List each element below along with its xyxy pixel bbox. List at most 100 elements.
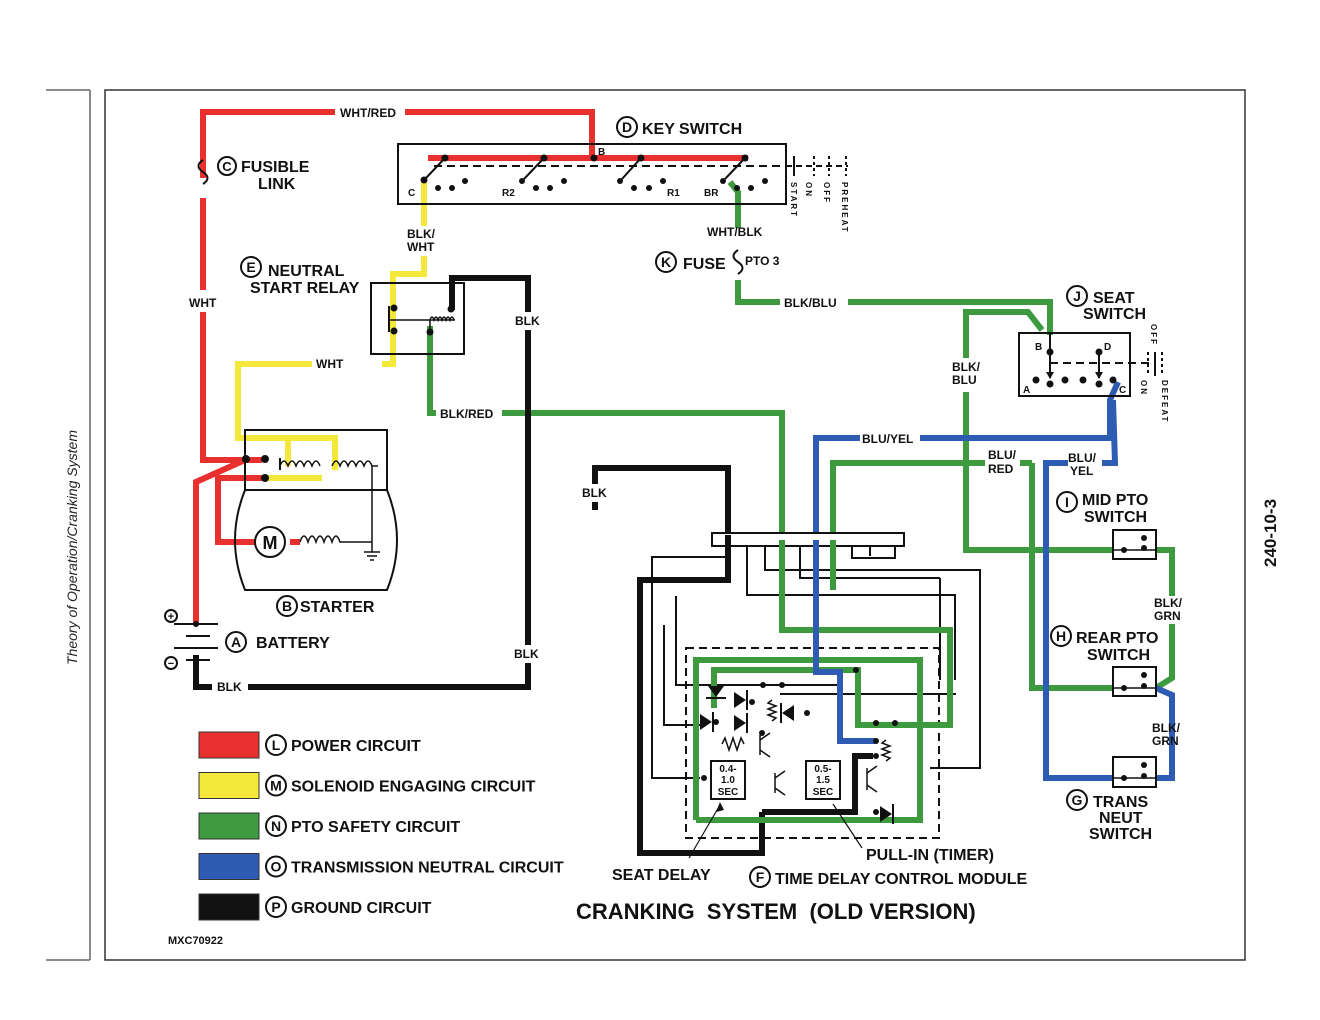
relay-coil-icon: [429, 316, 455, 330]
legend-swatch: [198, 893, 260, 921]
wire-label-blk-wht-2: WHT: [407, 240, 435, 254]
seat-terminal-d: D: [1104, 342, 1111, 353]
key-position-preheat: PREHEAT: [840, 182, 849, 234]
seat-position-off: OFF: [1149, 324, 1158, 346]
legend-letter: N: [271, 818, 281, 834]
wire-label-blk-blu-v2: BLU: [952, 373, 977, 387]
wire-label-wht-relay: WHT: [316, 357, 344, 371]
pto-safety-circuit-wires: [427, 180, 1175, 691]
seat-delay-timer-box: [710, 760, 746, 800]
fusible-link-letter: C: [222, 159, 232, 174]
legend-label: POWER CIRCUIT: [291, 738, 421, 755]
wire-label-blk-lower: BLK: [514, 647, 539, 661]
fuse-symbol: [732, 249, 744, 275]
battery-plus-sign: +: [168, 611, 174, 623]
legend-swatch: [198, 812, 260, 840]
fuse-label: FUSE: [683, 256, 726, 273]
key-terminal-r2: R2: [502, 188, 515, 199]
legend-letter-circle: [265, 734, 287, 756]
wire-label-wht: WHT: [189, 296, 217, 310]
timer2-line1: 0.5-: [814, 764, 831, 775]
legend-swatch: [198, 772, 260, 799]
fuse-letter: K: [661, 254, 671, 270]
seat-position-on: ON: [1139, 380, 1148, 396]
legend-label: GROUND CIRCUIT: [291, 900, 432, 917]
seat-terminal-a: A: [1023, 385, 1030, 396]
key-switch-label: KEY SWITCH: [642, 121, 742, 138]
trans-neut-switch: [1112, 756, 1157, 788]
key-switch-positions: START ON OFF PREHEAT: [789, 182, 849, 234]
battery-letter: A: [231, 634, 241, 650]
neutral-relay-label-1: NEUTRAL: [268, 263, 345, 280]
timer2-line2: 1.5: [816, 775, 830, 786]
neutral-relay-letter: E: [246, 259, 255, 275]
wire-label-blk-wht-1: BLK/: [407, 227, 436, 241]
page-number: 240-10-3: [1261, 499, 1280, 567]
seat-terminal-b: B: [1035, 342, 1042, 353]
key-switch: [397, 143, 848, 205]
mid-pto-label-1: MID PTO: [1082, 492, 1148, 509]
wire-label-wht-red: WHT/RED: [340, 106, 396, 120]
timer1-line2: 1.0: [721, 775, 735, 786]
starter: [234, 429, 398, 591]
key-terminal-br: BR: [704, 188, 719, 199]
rear-pto-switch: [1112, 666, 1157, 697]
legend-swatch: [198, 853, 260, 880]
trans-neut-label-3: SWITCH: [1089, 826, 1152, 843]
pull-in-label: PULL-IN (TIMER): [866, 847, 994, 864]
wire-label-blu-yel-2: YEL: [1070, 464, 1093, 478]
transmission-neutral-circuit-wires: [813, 380, 1175, 781]
wire-label-blu-red-1: BLU/: [988, 448, 1017, 462]
fuse-rating: PTO 3: [745, 254, 780, 268]
neutral-relay-label-2: START RELAY: [250, 280, 360, 297]
mid-pto-label-2: SWITCH: [1084, 509, 1147, 526]
starter-letter: B: [282, 598, 292, 614]
legend-letter-circle: [265, 815, 287, 837]
wire-label-blk-grn-b2: GRN: [1152, 734, 1179, 748]
fusible-link-symbol: [197, 159, 209, 185]
wire-label-blk-battery: BLK: [217, 680, 242, 694]
wire-label-blk-relay: BLK: [515, 314, 540, 328]
seat-delay-label: SEAT DELAY: [612, 867, 711, 884]
key-terminal-c: C: [408, 188, 415, 199]
wire-label-blk-grn-a1: BLK/: [1154, 596, 1183, 610]
key-position-on: ON: [804, 182, 813, 198]
timer1-line1: 0.4-: [719, 764, 736, 775]
seat-switch: [1018, 332, 1163, 397]
battery-symbol: [174, 623, 218, 661]
battery-plus-icon: [164, 609, 178, 623]
seat-position-defeat: DEFEAT: [1160, 380, 1169, 423]
timer-relay-coil-icon: [765, 699, 779, 722]
key-position-start: START: [789, 182, 798, 218]
mid-pto-letter: I: [1065, 494, 1069, 510]
legend-letter: L: [272, 737, 281, 753]
fusible-link-label-2: LINK: [258, 176, 296, 193]
trans-neut-label-2: NEUT: [1099, 810, 1143, 827]
motor-label: M: [263, 533, 278, 553]
seat-switch-label-1: SEAT: [1093, 290, 1135, 307]
transistor-icons: [759, 732, 878, 796]
wire-label-blu-yel: BLU/YEL: [862, 432, 913, 446]
mid-pto-switch: [1112, 529, 1157, 560]
seat-switch-label-2: SWITCH: [1083, 306, 1146, 323]
time-delay-label: TIME DELAY CONTROL MODULE: [775, 871, 1027, 888]
starter-label: STARTER: [300, 599, 375, 616]
neutral-start-relay: [370, 282, 465, 355]
page-frame: [46, 89, 1246, 961]
legend-letter-circle: [265, 774, 287, 797]
wire-label-blu-red-2: RED: [988, 462, 1014, 476]
key-position-off: OFF: [822, 182, 831, 204]
seat-switch-letter: J: [1073, 288, 1081, 304]
legend-letter-circle: [265, 896, 287, 918]
trans-neut-letter: G: [1072, 792, 1083, 808]
battery-minus-icon: [164, 656, 178, 670]
legend-letter-circle: [265, 855, 287, 878]
wire-label-blk-blu: BLK/BLU: [784, 296, 837, 310]
diode-icons: [700, 686, 894, 824]
legend-label: TRANSMISSION NEUTRAL CIRCUIT: [291, 860, 564, 877]
key-terminal-b: B: [598, 147, 605, 158]
